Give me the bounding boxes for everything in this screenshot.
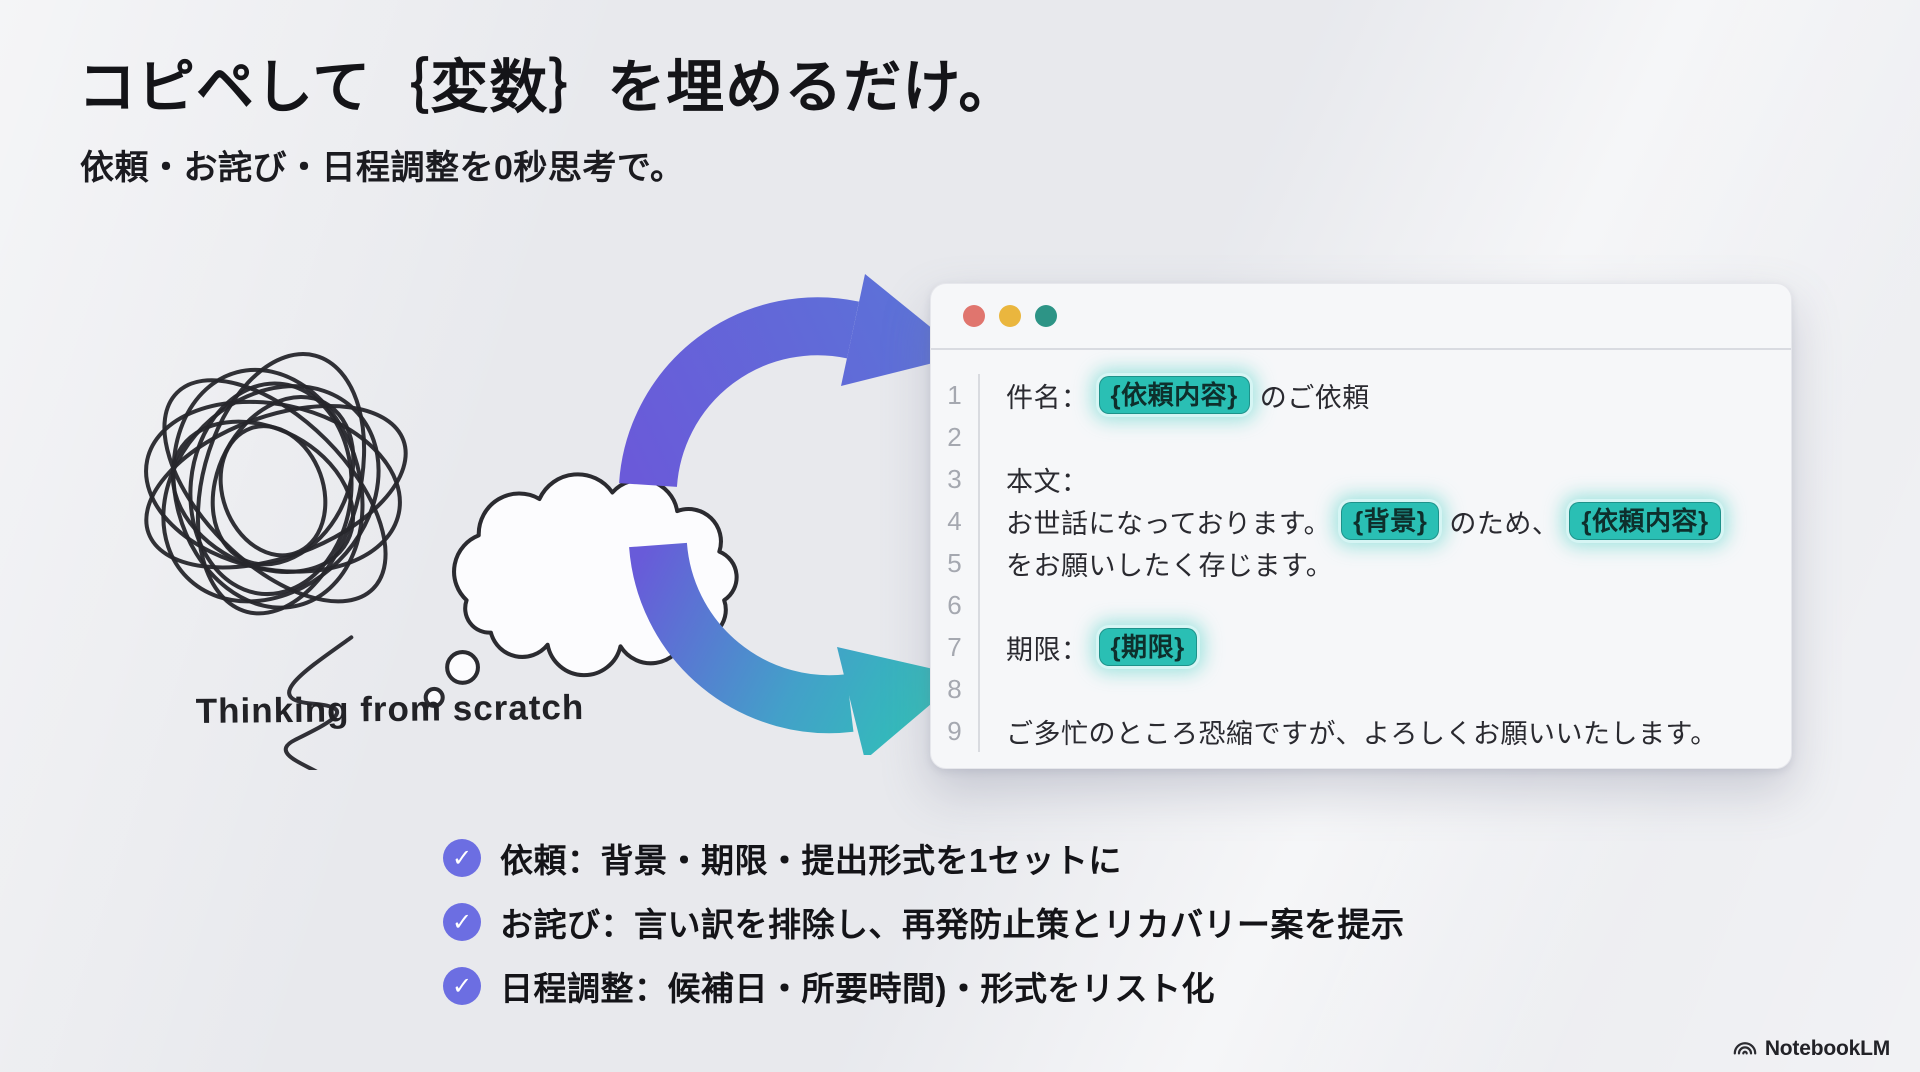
line-number: 2 bbox=[947, 421, 962, 452]
line-number: 6 bbox=[947, 589, 962, 620]
page-subtitle: 依頼・お詫び・日程調整を0秒思考で。 bbox=[80, 149, 685, 187]
variable-chip: {期限} bbox=[1098, 628, 1197, 666]
check-icon: ✓ bbox=[443, 903, 481, 941]
page-title: コピペして｛変数｝を埋めるだけ。 bbox=[78, 55, 1018, 120]
code-text: のため、 bbox=[1449, 508, 1560, 539]
code-text: 本文： bbox=[1006, 466, 1089, 497]
editor-line: 3 本文： bbox=[931, 458, 1773, 500]
code-text: をお願いしたく存じます。 bbox=[1006, 550, 1334, 581]
code-text: のご依頼 bbox=[1259, 382, 1370, 413]
window-titlebar bbox=[931, 284, 1791, 350]
arrow-top bbox=[619, 274, 965, 488]
close-button-dot[interactable] bbox=[963, 305, 985, 327]
editor-line: 7 期限： {期限} bbox=[931, 626, 1773, 668]
code-text: 期限： bbox=[1006, 634, 1089, 665]
editor-line: 9 ご多忙のところ恐縮ですが、よろしくお願いいたします。 bbox=[931, 710, 1773, 752]
check-icon: ✓ bbox=[443, 839, 481, 877]
editor-line: 8 bbox=[931, 668, 1773, 710]
editor-line: 1 件名： {依頼内容} のご依頼 bbox=[931, 374, 1773, 416]
editor-line: 5 をお願いしたく存じます。 bbox=[931, 542, 1773, 584]
arrow-bottom bbox=[629, 542, 964, 760]
line-number: 4 bbox=[947, 505, 962, 536]
checklist-item: ✓ 日程調整：候補日・所要時間)・形式をリスト化 bbox=[443, 962, 1405, 1010]
checklist-item-label: 日程調整：候補日・所要時間)・形式をリスト化 bbox=[500, 970, 1215, 1007]
variable-chip: {背景} bbox=[1341, 502, 1440, 540]
line-number: 9 bbox=[947, 715, 962, 746]
editor-line: 2 bbox=[931, 416, 1773, 458]
checklist-item: ✓ お詫び：言い訳を排除し、再発防止策とリカバリー案を提示 bbox=[443, 898, 1405, 946]
minimize-button-dot[interactable] bbox=[999, 305, 1021, 327]
notebooklm-logo-icon bbox=[1732, 1035, 1758, 1062]
checklist-item-label: 依頼：背景・期限・提出形式を1セットに bbox=[500, 842, 1122, 879]
zoom-button-dot[interactable] bbox=[1035, 305, 1057, 327]
notebooklm-logo-text: NotebookLM bbox=[1764, 1036, 1890, 1060]
variable-chip: {依頼内容} bbox=[1569, 502, 1721, 540]
checklist: ✓ 依頼：背景・期限・提出形式を1セットに ✓ お詫び：言い訳を排除し、再発防止… bbox=[443, 834, 1405, 1010]
curved-arrows-icon bbox=[588, 255, 1008, 760]
notebooklm-branding: NotebookLM bbox=[1732, 1035, 1890, 1062]
code-text: ご多忙のところ恐縮ですが、よろしくお願いいたします。 bbox=[1006, 718, 1718, 749]
variable-chip: {依頼内容} bbox=[1098, 376, 1250, 414]
template-editor-window: 1 件名： {依頼内容} のご依頼 2 3 本文： 4 お世話になっております。 {背… bbox=[930, 283, 1792, 769]
scribble-tangle-icon bbox=[112, 318, 444, 775]
check-icon: ✓ bbox=[443, 967, 481, 1005]
line-number: 3 bbox=[947, 463, 962, 494]
code-text: お世話になっております。 bbox=[1006, 508, 1332, 539]
editor-line: 4 お世話になっております。 {背景} のため、 {依頼内容} bbox=[931, 500, 1773, 542]
line-number: 5 bbox=[947, 547, 962, 578]
line-number: 1 bbox=[947, 379, 962, 410]
checklist-item-label: お詫び：言い訳を排除し、再発防止策とリカバリー案を提示 bbox=[500, 906, 1405, 943]
template-code-area: 1 件名： {依頼内容} のご依頼 2 3 本文： 4 お世話になっております。 {背… bbox=[931, 350, 1791, 762]
line-number: 8 bbox=[947, 673, 962, 704]
code-text: 件名： bbox=[1006, 382, 1089, 413]
line-number: 7 bbox=[947, 631, 962, 662]
editor-line: 6 bbox=[931, 584, 1773, 626]
checklist-item: ✓ 依頼：背景・期限・提出形式を1セットに bbox=[443, 834, 1405, 882]
sketch-caption: Thinking from scratch bbox=[195, 687, 585, 732]
